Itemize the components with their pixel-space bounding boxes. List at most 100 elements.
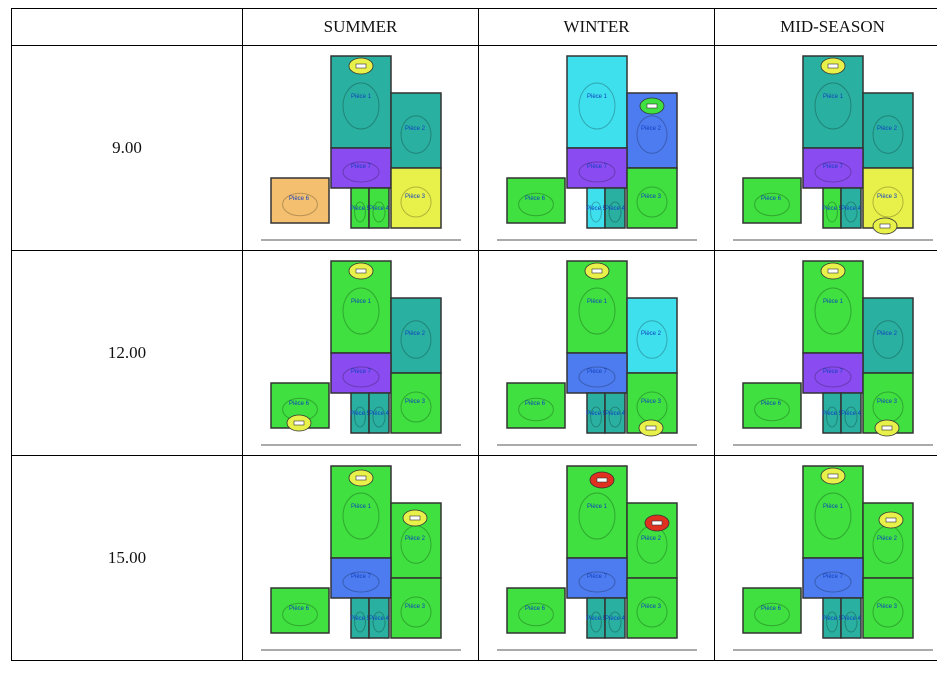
room-label-p5: Pièce 5 xyxy=(821,206,842,212)
room-label-p6: Pièce 6 xyxy=(760,196,781,202)
contour-line xyxy=(353,406,366,428)
room-p6 xyxy=(741,177,802,224)
room-p4 xyxy=(367,597,390,639)
contour-line xyxy=(872,596,903,628)
contour-line xyxy=(589,201,602,223)
contour-line xyxy=(342,82,379,130)
room-label-p3: Pièce 3 xyxy=(640,604,661,610)
room-label-p2: Pièce 2 xyxy=(640,536,661,542)
room-label-p5: Pièce 5 xyxy=(349,616,370,622)
room-label-p5: Pièce 5 xyxy=(585,616,606,622)
room-p6 xyxy=(269,177,330,224)
contour-line xyxy=(372,201,385,223)
room-p6 xyxy=(505,382,566,429)
room-p2 xyxy=(861,92,914,169)
room-label-p3: Pièce 3 xyxy=(404,604,425,610)
room-label-p7: Pièce 7 xyxy=(822,574,843,580)
window-fixture xyxy=(827,473,838,479)
contour-line xyxy=(844,406,857,428)
room-label-p3: Pièce 3 xyxy=(876,399,897,405)
contour-line xyxy=(636,186,667,218)
room-p2 xyxy=(389,92,442,169)
room-p7 xyxy=(565,147,628,189)
contour-line xyxy=(825,406,838,428)
room-p3 xyxy=(389,372,442,434)
time-label: 12.00 xyxy=(11,250,243,456)
room-p7 xyxy=(801,352,864,394)
room-label-p1: Pièce 1 xyxy=(350,299,371,305)
contour-line xyxy=(872,320,903,359)
contour-line xyxy=(578,161,615,183)
room-label-p7: Pièce 7 xyxy=(822,164,843,170)
contour-line xyxy=(281,192,318,217)
window-fixture xyxy=(651,520,662,526)
room-p3 xyxy=(625,167,678,229)
room-label-p4: Pièce 4 xyxy=(604,411,625,417)
room-label-p3: Pièce 3 xyxy=(640,399,661,405)
window-fixture xyxy=(646,103,657,109)
time-label: 15.00 xyxy=(11,455,243,661)
room-label-p6: Pièce 6 xyxy=(760,606,781,612)
room-label-p3: Pièce 3 xyxy=(404,194,425,200)
contour-line xyxy=(872,186,903,218)
contour-line xyxy=(814,161,851,183)
room-label-p4: Pièce 4 xyxy=(368,616,389,622)
contour-line xyxy=(636,320,667,359)
contour-line xyxy=(814,287,851,335)
room-label-p1: Pièce 1 xyxy=(350,94,371,100)
room-label-p5: Pièce 5 xyxy=(585,206,606,212)
room-p4 xyxy=(603,187,626,229)
room-label-p1: Pièce 1 xyxy=(822,504,843,510)
window-fixture xyxy=(885,517,896,523)
contour-line xyxy=(608,406,621,428)
room-label-p5: Pièce 5 xyxy=(585,411,606,417)
room-label-p6: Pièce 6 xyxy=(288,606,309,612)
window-fixture xyxy=(591,268,602,274)
room-label-p3: Pièce 3 xyxy=(640,194,661,200)
room-label-p2: Pièce 2 xyxy=(876,536,897,542)
contour-line xyxy=(342,571,379,593)
room-label-p5: Pièce 5 xyxy=(821,616,842,622)
room-p4 xyxy=(839,187,862,229)
contour-line xyxy=(814,571,851,593)
window-fixture xyxy=(293,420,304,426)
window-fixture xyxy=(596,477,607,483)
room-label-p3: Pièce 3 xyxy=(404,399,425,405)
contour-line xyxy=(342,366,379,388)
room-p3 xyxy=(861,577,914,639)
room-label-p3: Pièce 3 xyxy=(876,194,897,200)
contour-line xyxy=(353,611,366,633)
room-label-p4: Pièce 4 xyxy=(604,206,625,212)
room-label-p7: Pièce 7 xyxy=(586,574,607,580)
room-p4 xyxy=(367,187,390,229)
room-label-p2: Pièce 2 xyxy=(404,536,425,542)
room-label-p7: Pièce 7 xyxy=(350,164,371,170)
contour-line xyxy=(281,602,318,627)
room-label-p7: Pièce 7 xyxy=(350,369,371,375)
contour-line xyxy=(372,611,385,633)
room-label-p2: Pièce 2 xyxy=(876,126,897,132)
room-label-p6: Pièce 6 xyxy=(524,401,545,407)
contour-line xyxy=(844,201,857,223)
contour-line xyxy=(400,391,431,423)
room-label-p1: Pièce 1 xyxy=(586,94,607,100)
contour-line xyxy=(578,571,615,593)
room-label-p6: Pièce 6 xyxy=(524,196,545,202)
contour-line xyxy=(608,611,621,633)
room-label-p6: Pièce 6 xyxy=(760,401,781,407)
room-label-p7: Pièce 7 xyxy=(586,164,607,170)
room-p4 xyxy=(603,392,626,434)
room-label-p2: Pièce 2 xyxy=(404,331,425,337)
contour-line xyxy=(636,596,667,628)
contour-line xyxy=(578,366,615,388)
room-p7 xyxy=(565,557,628,599)
